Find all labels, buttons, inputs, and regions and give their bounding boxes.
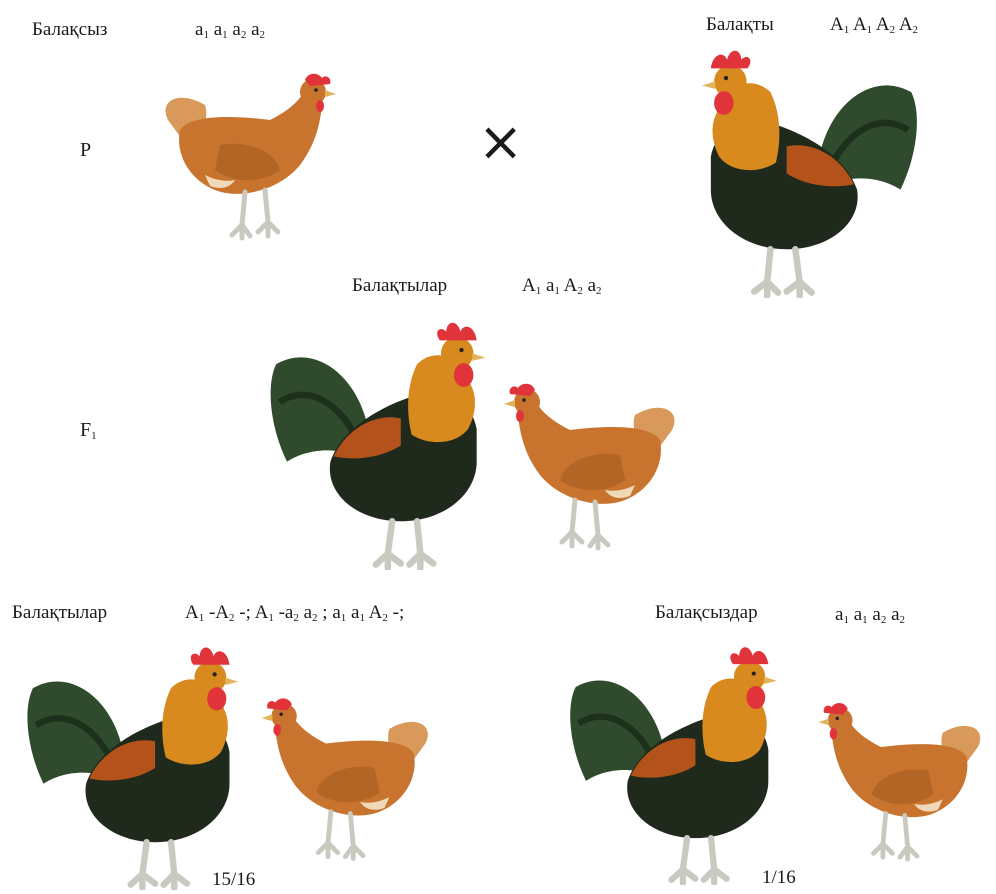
allele-subscript: 1 — [535, 285, 542, 297]
f1-genotype: A1 a1 A2 a2 — [522, 276, 602, 297]
f2-left-rooster-illustration — [12, 635, 277, 890]
f2-left-genotype: A1 -A2 -; A1 -a2 a2 ; a1 a1 A2 -; — [185, 603, 404, 624]
p-rooster-phenotype-label: Балақты — [706, 14, 774, 35]
allele-symbol: A — [563, 275, 578, 296]
cross-symbol: × — [478, 110, 524, 173]
f2-left-hen-illustration — [248, 680, 443, 885]
allele-symbol: a — [545, 275, 555, 296]
f2-left-ratio: 15/16 — [212, 869, 256, 890]
allele-symbol: -A — [208, 602, 230, 623]
allele-symbol: A — [852, 14, 867, 35]
allele-symbol: -; — [239, 602, 251, 623]
allele-subscript: 2 — [259, 29, 266, 41]
allele-subscript: 1 — [268, 612, 274, 624]
allele-symbol: A — [898, 14, 913, 35]
allele-symbol: A — [250, 602, 269, 623]
f2-right-ratio: 1/16 — [762, 867, 796, 888]
allele-subscript: 1 — [340, 612, 347, 624]
p-hen-genotype: a1 a1 a2 a2 — [195, 20, 265, 41]
allele-symbol: a — [232, 19, 241, 40]
allele-symbol: a — [853, 604, 863, 625]
allele-symbol: a — [891, 604, 900, 625]
f2-left-phenotype-label: Балақтылар — [12, 602, 108, 623]
allele-symbol: a — [587, 275, 597, 296]
allele-symbol: a — [351, 602, 360, 623]
allele-symbol: A — [185, 602, 199, 623]
allele-subscript: 2 — [912, 24, 919, 36]
allele-subscript: 1 — [862, 614, 868, 626]
allele-symbol: a — [872, 604, 881, 625]
allele-subscript: 1 — [843, 24, 850, 36]
allele-symbol: a — [195, 19, 204, 40]
allele-subscript: 1 — [359, 612, 365, 624]
f2-right-phenotype-label: Балақсыздар — [655, 602, 758, 623]
allele-symbol: -; — [392, 602, 405, 623]
allele-subscript: 1 — [866, 24, 873, 36]
allele-symbol: a — [251, 19, 260, 40]
f1-phenotype-label: Балақтылар — [352, 275, 448, 296]
allele-symbol: A — [368, 602, 383, 623]
p-rooster-genotype: A1 A1 A2 A2 — [830, 15, 918, 36]
allele-subscript: 2 — [880, 614, 887, 626]
allele-symbol: a — [303, 602, 313, 623]
allele-subscript: 2 — [899, 614, 906, 626]
allele-subscript: 2 — [889, 24, 896, 36]
parent-rooster-illustration — [665, 38, 930, 298]
f1-hen-illustration — [490, 365, 690, 575]
allele-subscript: 1 — [203, 29, 209, 41]
f2-right-hen-illustration — [805, 685, 995, 885]
generation-f1-label: F1 — [80, 419, 97, 442]
f2-right-genotype: a1 a1 a2 a2 — [835, 605, 905, 626]
allele-subscript: 2 — [229, 612, 235, 624]
allele-subscript: 1 — [198, 612, 205, 624]
allele-symbol: ; — [322, 602, 328, 623]
allele-symbol: A — [875, 14, 890, 35]
allele-subscript: 2 — [312, 612, 318, 624]
allele-subscript: 1 — [222, 29, 228, 41]
allele-symbol: a — [327, 602, 341, 623]
f2-right-rooster-illustration — [555, 635, 815, 885]
p-hen-phenotype-label: Балақсыз — [32, 19, 108, 40]
parent-hen-illustration — [150, 55, 350, 265]
allele-symbol: -a — [278, 602, 294, 623]
allele-symbol: A — [830, 14, 844, 35]
allele-subscript: 2 — [577, 285, 583, 297]
allele-subscript: 2 — [382, 612, 388, 624]
generation-p-label: P — [80, 139, 92, 161]
allele-subscript: 2 — [240, 29, 247, 41]
allele-symbol: A — [522, 275, 536, 296]
allele-subscript: 1 — [843, 614, 849, 626]
allele-subscript: 2 — [596, 285, 602, 297]
f1-rooster-illustration — [255, 310, 525, 570]
allele-subscript: 2 — [293, 612, 299, 624]
allele-symbol: a — [835, 604, 844, 625]
allele-symbol: a — [213, 19, 223, 40]
allele-subscript: 1 — [554, 285, 560, 297]
